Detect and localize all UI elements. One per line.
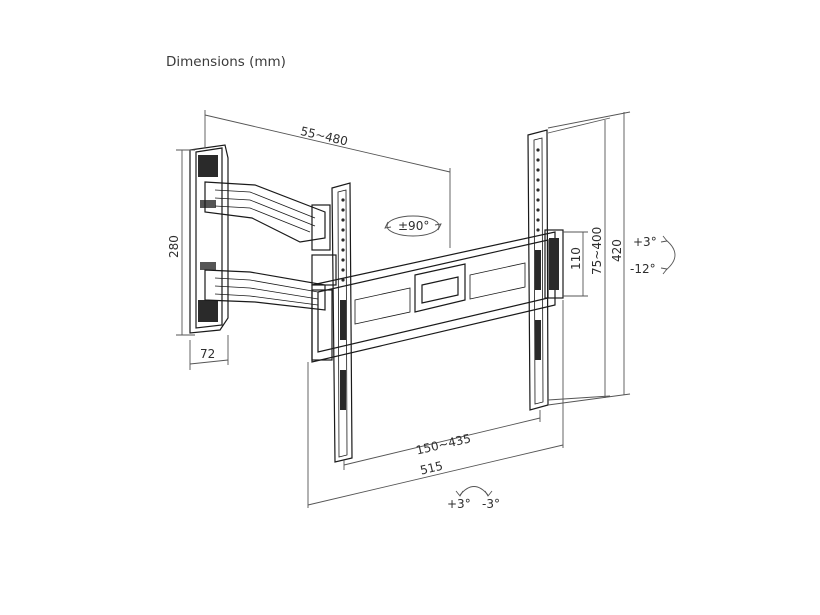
label-tilt-down: -12° [630, 262, 656, 276]
label-rotate-plus: +3° [447, 497, 471, 511]
label-vesa-vertical-small: 110 [569, 247, 583, 270]
label-vesa-vertical-range: 75~400 [590, 227, 604, 275]
dimension-vesa-horizontal-range: 150~435 [343, 410, 541, 470]
dimension-wall-plate-height: 280 [167, 149, 195, 336]
label-swivel: ±90° [398, 219, 429, 233]
swivel-indicator: ±90° [384, 215, 442, 237]
lower-arm [204, 254, 337, 311]
wall-plate [189, 144, 229, 334]
rotation-indicator: +3° -3° [447, 486, 500, 511]
tilt-indicator: +3° -12° [630, 235, 676, 276]
adapter-bar [311, 231, 556, 363]
label-vesa-horizontal-range: 150~435 [415, 431, 473, 457]
right-vertical-rail [527, 129, 564, 411]
upper-arm [204, 181, 331, 251]
label-arm-extension: 55~480 [299, 124, 349, 148]
dimension-overall-width: 515 [307, 300, 564, 508]
dimension-vesa-vertical-small: 110 [563, 231, 588, 297]
dimension-overall-height: 420 [547, 111, 631, 406]
label-wall-plate-height: 280 [167, 235, 181, 258]
label-rotate-minus: -3° [482, 497, 500, 511]
diagram-title: Dimensions (mm) [166, 54, 286, 70]
label-tilt-up: +3° [633, 235, 657, 249]
label-overall-height: 420 [610, 239, 624, 262]
dimension-vesa-vertical-range: 75~400 [547, 117, 611, 401]
label-overall-width: 515 [419, 459, 444, 478]
label-wall-plate-width: 72 [200, 347, 215, 361]
dimension-wall-plate-width: 72 [189, 335, 229, 370]
left-vertical-rail [331, 182, 353, 463]
